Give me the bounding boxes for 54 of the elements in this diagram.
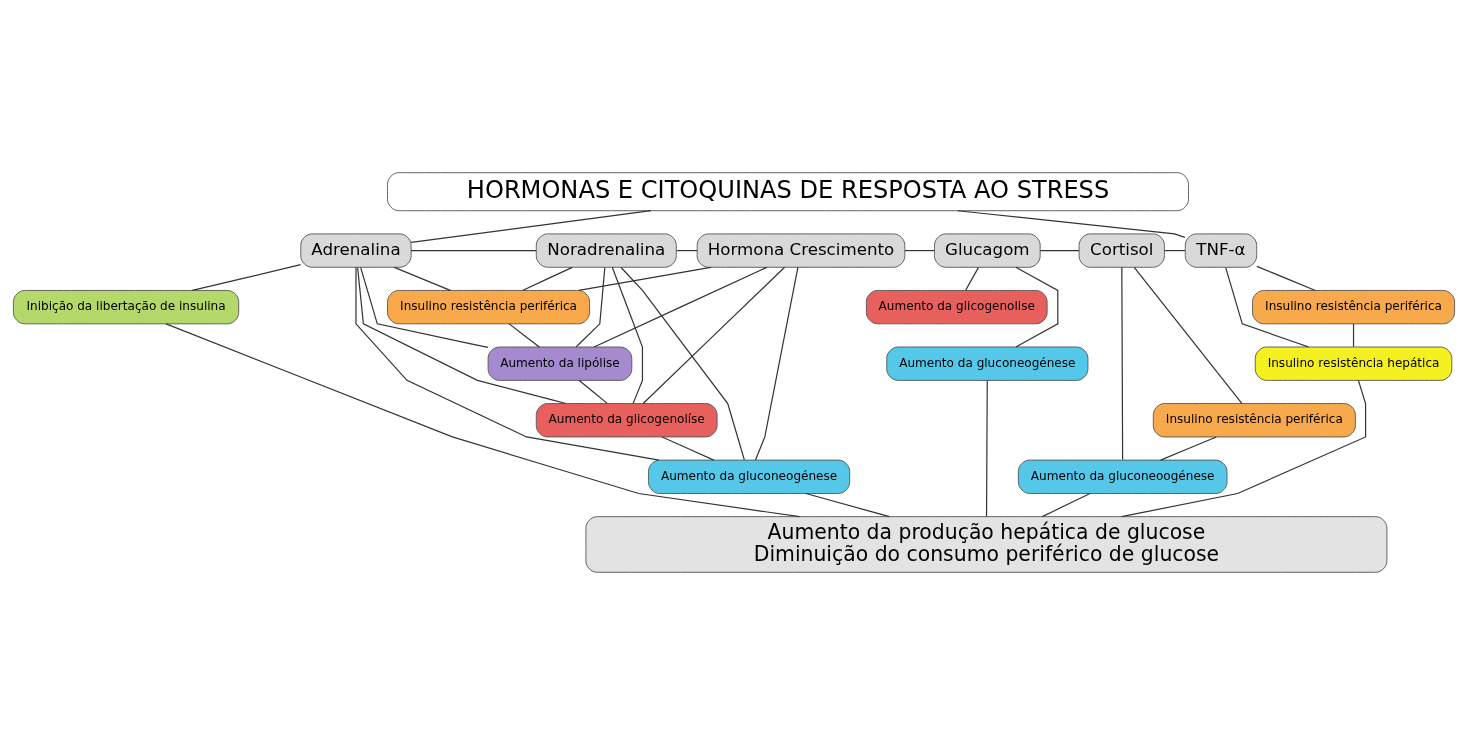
node-box: Aumento da gluconeogénese <box>648 459 851 494</box>
connector <box>165 322 801 517</box>
connector <box>1225 266 1309 348</box>
node-box: Glucagom <box>934 232 1041 268</box>
node-box: Adrenalina <box>300 232 412 268</box>
connector <box>1015 266 1059 348</box>
connector <box>521 266 573 291</box>
connector <box>593 266 768 348</box>
connector <box>360 266 489 348</box>
connector <box>1133 266 1243 404</box>
connector <box>661 435 715 461</box>
connector <box>676 249 698 251</box>
connector <box>965 266 980 291</box>
node-box: Insulino resistência periférica <box>387 289 591 324</box>
connector <box>578 266 712 291</box>
connector <box>508 322 540 348</box>
node-box: Aumento da produção hepática de glucose Diminuição do consumo periférico de glucose <box>585 515 1388 573</box>
connector <box>578 379 608 404</box>
connector <box>985 379 988 517</box>
connector <box>805 492 891 517</box>
node-box: Aumento da glicogenolise <box>865 289 1048 324</box>
node-box: Hormona Crescimento <box>696 232 906 268</box>
connector <box>611 266 644 404</box>
connector <box>393 266 451 291</box>
connector <box>355 266 660 461</box>
connector <box>1163 249 1186 251</box>
connector <box>357 266 567 404</box>
connector <box>1352 322 1355 347</box>
connector <box>1121 266 1124 460</box>
node-box: Aumento da lipólise <box>487 346 633 381</box>
node-box: Aumento da glicogenolíse <box>535 402 718 437</box>
connector <box>410 209 652 243</box>
node-box: Aumento da gluconeoogénese <box>1017 459 1228 494</box>
node-box: Insulino resistência hepática <box>1254 346 1453 381</box>
node-box: HORMONAS E CITOQUINAS DE RESPOSTA AO STRESS <box>387 171 1189 211</box>
node-box: Aumento da gluconeogénese <box>886 346 1089 381</box>
node-box: Insulino resistência periférica <box>1252 289 1456 324</box>
node-box: Noradrenalina <box>535 232 677 268</box>
connector <box>410 249 537 251</box>
connector <box>642 266 786 404</box>
connector <box>575 266 606 348</box>
connector <box>620 266 745 460</box>
node-box: Cortisol <box>1078 232 1165 268</box>
connector <box>191 263 302 291</box>
connector <box>1160 435 1217 461</box>
connector <box>904 249 935 251</box>
connector <box>956 209 1186 238</box>
connector <box>1121 379 1367 517</box>
connector <box>1039 249 1080 251</box>
node-box: Inibição da libertação de insulina <box>12 289 240 324</box>
node-box: Insulino resistência periférica <box>1152 402 1356 437</box>
connector <box>1256 265 1316 291</box>
node-box: TNF-α <box>1184 232 1258 268</box>
connector <box>754 266 799 461</box>
